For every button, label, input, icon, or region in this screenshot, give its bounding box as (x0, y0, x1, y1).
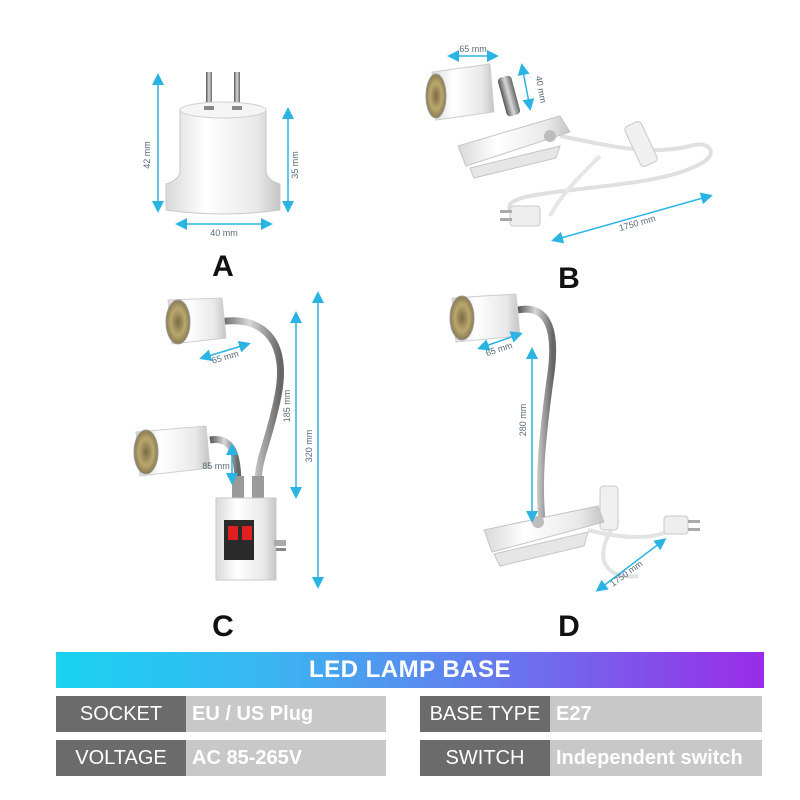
inline-switch-icon (599, 485, 619, 531)
spec-row-switch: SWITCH Independent switch (420, 740, 764, 776)
plug-prong-icon (206, 72, 212, 112)
spec-row-voltage: VOLTAGE AC 85-265V (56, 740, 388, 776)
spec-label: SOCKET (56, 696, 186, 732)
dim-total-label: 320 mm (304, 430, 314, 463)
dim-width-label: 65 mm (459, 44, 487, 54)
spec-value: Independent switch (550, 740, 762, 776)
adapter-body (165, 109, 281, 215)
plug-icon (509, 205, 541, 227)
inline-switch-icon (624, 121, 658, 167)
dim-socket-label: 65 mm (484, 340, 513, 358)
panel-b-letter: B (558, 262, 580, 295)
banner-title: LED LAMP BASE (308, 656, 512, 683)
spec-label: BASE TYPE (420, 696, 550, 732)
switch-right-icon (242, 526, 252, 540)
panel-a-illustration: 42 mm 35 mm 40 mm (142, 72, 300, 238)
title-banner: LED LAMP BASE (56, 652, 764, 688)
spec-value: EU / US Plug (186, 696, 386, 732)
panel-d-letter: D (558, 610, 580, 643)
switch-left-icon (228, 526, 238, 540)
panel-a-letter: A (212, 250, 234, 283)
clip-body (457, 115, 571, 167)
dim-lower-label: 85 mm (202, 461, 230, 471)
panel-c-letter: C (212, 610, 234, 643)
dim-height-label: 40 mm (534, 75, 549, 104)
dim-base-height-label: 35 mm (290, 151, 300, 179)
spec-value: E27 (550, 696, 762, 732)
spec-label: SWITCH (420, 740, 550, 776)
dim-socket-label: 65 mm (211, 349, 240, 366)
clip-body (483, 505, 605, 553)
panel-c-illustration: 65 mm 85 mm 185 mm 320 mm (133, 291, 324, 589)
spec-row-socket: SOCKET EU / US Plug (56, 696, 388, 732)
plug-prong-icon (234, 72, 240, 112)
plug-icon (663, 515, 689, 535)
spec-value: AC 85-265V (186, 740, 386, 776)
panel-b-illustration: 65 mm 40 mm 1750 mm (425, 44, 713, 244)
spec-row-base-type: BASE TYPE E27 (420, 696, 764, 732)
dim-upper-label: 185 mm (282, 390, 292, 423)
dim-height-label: 42 mm (142, 141, 152, 169)
dim-neck-label: 280 mm (518, 404, 528, 437)
panel-d-illustration: 65 mm 280 mm 1750 mm (449, 293, 700, 592)
spec-label: VOLTAGE (56, 740, 186, 776)
dim-width-label: 40 mm (210, 228, 238, 238)
